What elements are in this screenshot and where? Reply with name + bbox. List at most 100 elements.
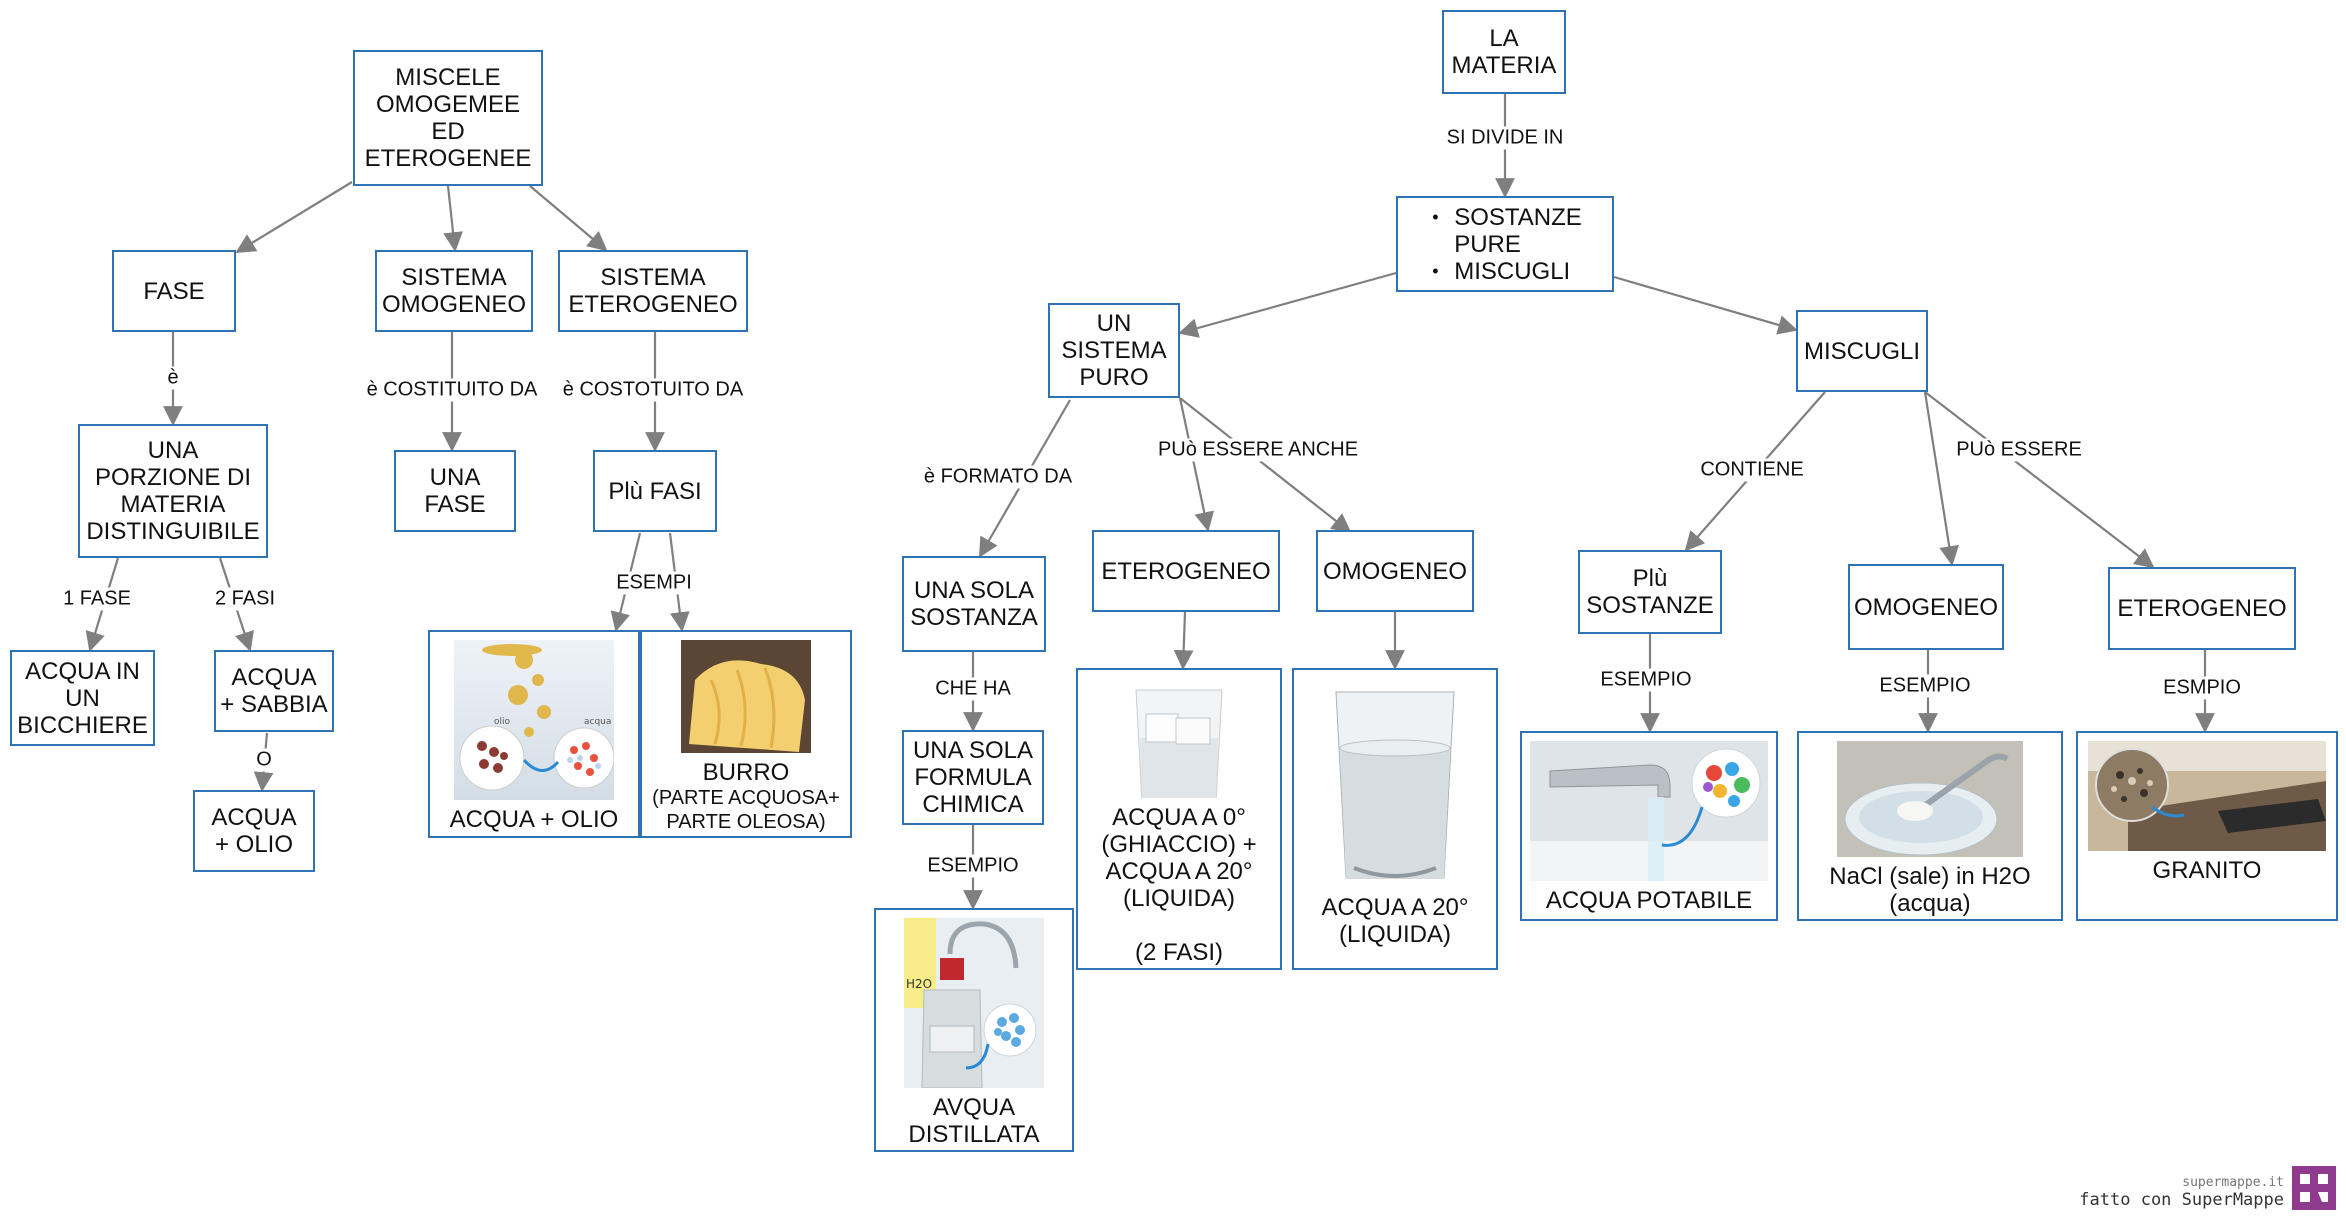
edge-puro-eterogeneo bbox=[1178, 397, 1214, 532]
node-acqua-liquida[interactable]: ACQUA A 20°(LIQUIDA) bbox=[1292, 668, 1498, 970]
node-text: SISTEMA bbox=[600, 264, 706, 291]
edge-eterogeneo-ghiaccio bbox=[1173, 611, 1194, 670]
node-piu-fasi[interactable]: Plù FASI bbox=[593, 450, 717, 532]
node-acqua-sabbia[interactable]: ACQUA+ SABBIA bbox=[214, 650, 334, 732]
node-text: SOSTANZA bbox=[910, 604, 1038, 631]
node-omogeneo-right[interactable]: OMOGENEO bbox=[1848, 564, 2004, 650]
node-text: PORZIONE DI bbox=[94, 464, 251, 491]
logo-made-with: fatto con SuperMappe bbox=[2079, 1190, 2284, 1210]
node-text: OMOGENEO bbox=[1854, 593, 1999, 621]
node-text: PURO bbox=[1079, 364, 1149, 391]
edge-sostanze-miscugli bbox=[1613, 275, 1798, 335]
node-omogeneo-mid[interactable]: OMOGENEO bbox=[1316, 530, 1474, 612]
node-text: SOSTANZE bbox=[1454, 203, 1582, 231]
node-text: ACQUA bbox=[211, 804, 297, 831]
tap-water-image bbox=[1530, 741, 1768, 881]
node-nacl[interactable]: NaCl (sale) in H2O(acqua) bbox=[1797, 731, 2063, 921]
edge-label-o: O bbox=[253, 748, 275, 772]
caption-burro-sub: (PARTE ACQUOSA+ bbox=[652, 787, 840, 809]
node-acqua-potabile[interactable]: ACQUA POTABILE bbox=[1520, 731, 1778, 921]
node-eterogeneo-right[interactable]: ETEROGENEO bbox=[2108, 567, 2296, 650]
ice-water-glass-image bbox=[1124, 678, 1234, 798]
node-text: Plù bbox=[1632, 565, 1668, 592]
edge-label-esempio-sostanze: ESEMPIO bbox=[1597, 668, 1695, 692]
node-text: DISTINGUIBILE bbox=[86, 518, 260, 545]
edge-label-puo-essere: PUò ESSERE bbox=[1953, 438, 2085, 462]
edge-label-esempi: ESEMPI bbox=[613, 571, 695, 595]
edge-miscele-fase bbox=[235, 181, 353, 254]
node-text: PURE bbox=[1454, 230, 1521, 258]
distilled-water-bottle-image: H2O bbox=[904, 918, 1044, 1088]
node-text: ETEROGENEO bbox=[2117, 595, 2287, 622]
node-text: MATERIA bbox=[1451, 52, 1557, 79]
edge-sostanze-puro bbox=[1178, 271, 1397, 338]
edge-label-e: è bbox=[164, 366, 182, 390]
salt-water-image bbox=[1837, 741, 2023, 857]
node-text: BICCHIERE bbox=[17, 711, 148, 739]
edge-label-esmpio-eterogeneo: ESMPIO bbox=[2160, 676, 2244, 700]
node-burro[interactable]: BURRO (PARTE ACQUOSA+PARTE OLEOSA) bbox=[640, 630, 852, 838]
edge-puro-omogeneo bbox=[1179, 397, 1352, 534]
node-acqua-olio-left[interactable]: ACQUA+ OLIO bbox=[193, 790, 315, 872]
edge-label-2-fasi: 2 FASI bbox=[211, 587, 279, 611]
caption-nacl: (acqua) bbox=[1889, 890, 1971, 917]
oil-water-illustration: olio acqua bbox=[454, 640, 614, 800]
node-text: ETEROGENEE bbox=[364, 145, 532, 172]
supermappe-logo[interactable]: supermappe.it fatto con SuperMappe bbox=[2079, 1166, 2336, 1210]
node-text: SOSTANZE bbox=[1586, 592, 1714, 619]
node-text: UNA SOLA bbox=[913, 577, 1035, 604]
edge-label-formato: è FORMATO DA bbox=[920, 465, 1076, 489]
node-text: CHIMICA bbox=[922, 791, 1024, 818]
node-eterogeneo-mid[interactable]: ETEROGENEO bbox=[1092, 530, 1280, 612]
node-acqua-olio-image[interactable]: olio acqua ACQUA + OLIO bbox=[428, 630, 640, 838]
node-granito[interactable]: GRANITO bbox=[2076, 731, 2338, 921]
node-text: ETEROGENEO bbox=[1101, 557, 1271, 585]
node-text: SISTEMA bbox=[1061, 337, 1167, 364]
node-miscugli[interactable]: MISCUGLI bbox=[1796, 310, 1928, 392]
node-text: FORMULA bbox=[914, 764, 1032, 791]
node-text: + SABBIA bbox=[220, 691, 328, 718]
caption-acqua-potabile: ACQUA POTABILE bbox=[1545, 887, 1753, 914]
caption-acqua-liquida: ACQUA A 20° bbox=[1321, 894, 1469, 921]
edge-label-esempio-omogeneo: ESEMPIO bbox=[1876, 674, 1974, 698]
caption-ghiaccio: ACQUA A 0° bbox=[1112, 804, 1246, 831]
node-text: ACQUA bbox=[231, 664, 317, 691]
caption-granito: GRANITO bbox=[2152, 857, 2262, 884]
edge-miscele-eterogeneo bbox=[529, 185, 608, 252]
supermappe-logo-icon bbox=[2292, 1166, 2336, 1210]
caption-distillata: DISTILLATA bbox=[908, 1121, 1040, 1148]
node-text: UNA bbox=[147, 437, 199, 464]
node-fase[interactable]: FASE bbox=[112, 250, 236, 332]
bullet-item: MISCUGLI bbox=[1428, 258, 1582, 285]
edge-label-esempio-formula: ESEMPIO bbox=[924, 854, 1022, 878]
node-ghiaccio[interactable]: ACQUA A 0°(GHIACCIO) +ACQUA A 20°(LIQUID… bbox=[1076, 668, 1282, 970]
node-text: UNA SOLA bbox=[912, 737, 1034, 764]
water-glass-image bbox=[1320, 678, 1470, 888]
edge-label-costotuito: è COSTOTUITO DA bbox=[559, 378, 747, 402]
edge-label-1-fase: 1 FASE bbox=[60, 587, 134, 611]
node-text: MISCUGLI bbox=[1454, 257, 1571, 285]
node-text: MISCELE bbox=[395, 64, 501, 91]
caption-ghiaccio bbox=[1101, 912, 1256, 939]
butter-image bbox=[681, 640, 811, 753]
logo-url: supermappe.it bbox=[2182, 1175, 2284, 1190]
caption-ghiaccio: (GHIACCIO) + bbox=[1101, 831, 1257, 858]
bottle-label-h2o: H2O bbox=[906, 977, 932, 991]
edge-miscele-omogeneo bbox=[443, 185, 463, 252]
caption-burro-sub: PARTE OLEOSA) bbox=[666, 811, 826, 833]
